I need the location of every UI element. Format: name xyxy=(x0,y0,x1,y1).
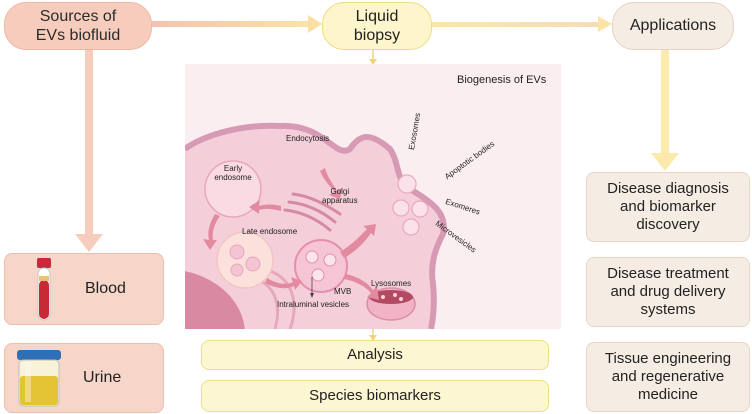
tissue-engineering-label: Tissue engineering and regenerative medi… xyxy=(604,350,732,403)
arrow-head xyxy=(308,15,322,33)
vesicle xyxy=(399,297,403,301)
vesicle xyxy=(393,293,397,297)
sources-box: Sources of EVs biofluid xyxy=(4,2,152,50)
arrow-head xyxy=(598,16,612,32)
vesicle xyxy=(305,250,319,264)
biogenesis-title: Biogenesis of EVs xyxy=(457,74,547,86)
cell-membrane xyxy=(185,122,447,329)
blood-tube-icon xyxy=(37,258,51,321)
diagnosis-box: Disease diagnosis and biomarker discover… xyxy=(586,172,750,242)
intraluminal-label: Intraluminal vesicles xyxy=(277,300,350,309)
arrow-head xyxy=(369,335,377,341)
sources-label: Sources of EVs biofluid xyxy=(35,7,121,44)
exosome xyxy=(411,200,429,218)
arrow-head xyxy=(75,234,103,252)
golgi-label: Golgi apparatus xyxy=(322,187,358,205)
tissue-engineering-box: Tissue engineering and regenerative medi… xyxy=(586,342,750,412)
urine-box: Urine xyxy=(4,343,164,413)
treatment-label: Disease treatment and drug delivery syst… xyxy=(607,265,729,318)
early-endosome-label: Early endosome xyxy=(214,164,252,182)
blood-box: Blood xyxy=(4,253,164,325)
arrow-head xyxy=(369,59,377,65)
lysosomes-label: Lysosomes xyxy=(371,279,412,288)
species-biomarkers-label: Species biomarkers xyxy=(309,387,441,404)
vesicle xyxy=(381,295,385,299)
species-biomarkers-box: Species biomarkers xyxy=(201,380,549,412)
nucleus xyxy=(185,271,245,329)
diagnosis-label: Disease diagnosis and biomarker discover… xyxy=(607,180,729,233)
treatment-box: Disease treatment and drug delivery syst… xyxy=(586,257,750,327)
golgi-apparatus xyxy=(283,192,342,232)
biogenesis-illustration xyxy=(185,122,447,329)
liquid-biopsy-label: Liquid biopsy xyxy=(353,7,401,44)
arrow-sources-liquid xyxy=(152,21,310,27)
vesicle xyxy=(229,244,245,260)
applications-label: Applications xyxy=(629,17,717,35)
mvb xyxy=(294,239,348,293)
exosome xyxy=(397,174,417,194)
arrow-liquid-applications xyxy=(432,22,600,27)
arrow-sources-blood xyxy=(85,50,93,238)
exosome xyxy=(402,218,420,236)
pointer-head xyxy=(310,293,314,298)
blood-label: Blood xyxy=(85,280,126,298)
biogenesis-panel: Biogenesis of EVs Endocytosis Early endo… xyxy=(185,64,561,329)
exosome xyxy=(392,199,410,217)
early-endosome xyxy=(204,160,262,218)
urine-label: Urine xyxy=(83,369,122,387)
analysis-label: Analysis xyxy=(347,346,403,363)
liquid-biopsy-box: Liquid biopsy xyxy=(322,2,432,50)
applications-box: Applications xyxy=(612,2,734,50)
vesicle xyxy=(323,253,337,267)
analysis-box: Analysis xyxy=(201,340,549,370)
arrow-head xyxy=(651,153,679,171)
mvb-label: MVB xyxy=(334,287,352,296)
late-endosome-label: Late endosome xyxy=(242,227,298,236)
urine-cup-icon xyxy=(17,350,61,407)
late-endosome xyxy=(216,231,274,289)
flow-arrows xyxy=(203,168,379,300)
vesicle xyxy=(230,263,244,277)
vesicle xyxy=(311,268,325,282)
vesicle xyxy=(245,256,261,272)
endocytosis-label: Endocytosis xyxy=(286,134,330,143)
arrow-applications-diagnosis xyxy=(661,50,669,156)
